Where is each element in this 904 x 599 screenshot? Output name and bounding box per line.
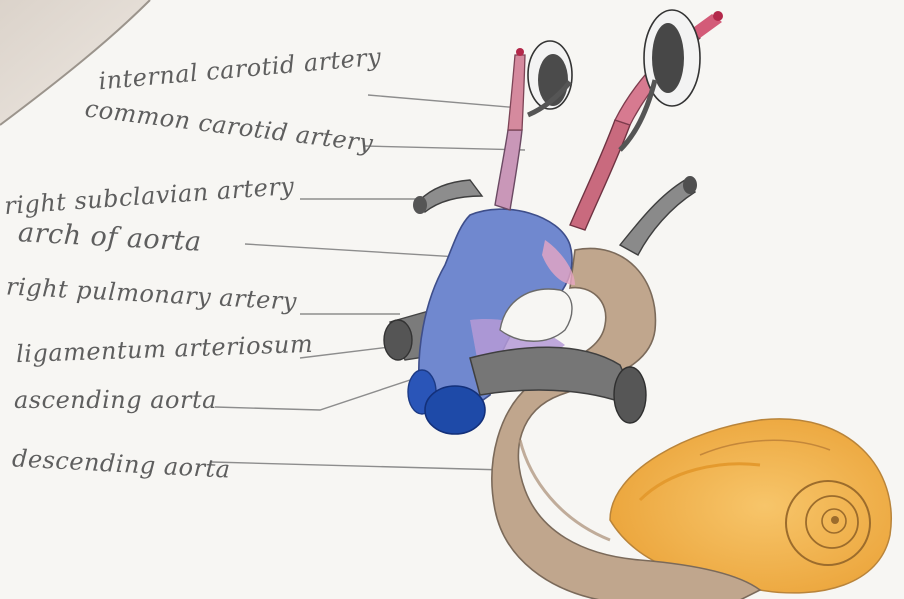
- left-subclavian-branch: [620, 176, 697, 255]
- leader-internal-carotid: [368, 95, 520, 108]
- leader-common-carotid: [364, 146, 525, 150]
- left-common-carotid: [495, 41, 572, 210]
- leader-descending: [212, 462, 505, 470]
- right-subclavian-branch: [413, 180, 482, 214]
- right-common-carotid: [570, 10, 723, 230]
- label-ascending-aorta: ascending aorta: [14, 386, 217, 414]
- leader-ascending: [215, 380, 410, 410]
